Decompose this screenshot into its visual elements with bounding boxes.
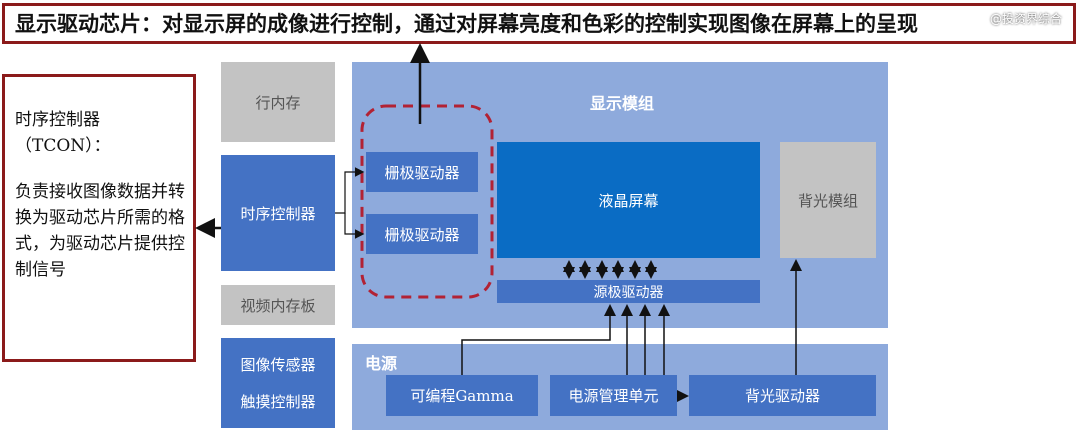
lcd-screen: 液晶屏幕 (497, 142, 760, 258)
banner-text: 显示驱动芯片：对显示屏的成像进行控制，通过对屏幕亮度和色彩的控制实现图像在屏幕上… (15, 11, 918, 36)
tcon-description: 时序控制器 （TCON）： 负责接收图像数据并转换为驱动芯片所需的格式，为驱动芯… (2, 74, 196, 362)
sensor-touch-block: 图像传感器 触摸控制器 (221, 338, 335, 428)
tcon-title: 时序控制器 (15, 110, 100, 130)
arrow-gate-2 (344, 213, 365, 239)
programmable-gamma: 可编程Gamma (386, 375, 538, 416)
gate-driver-2: 栅极驱动器 (366, 214, 478, 254)
image-sensor-label: 图像传感器 (240, 356, 316, 374)
tcon-subtitle: （TCON）： (15, 136, 111, 156)
video-memory-block: 视频内存板 (221, 285, 335, 325)
gate-driver-highlight (360, 104, 494, 299)
line-memory-block: 行内存 (221, 62, 335, 142)
bidirectional-arrows (563, 260, 657, 279)
power-management-unit: 电源管理单元 (550, 375, 677, 416)
tcon-body: 负责接收图像数据并转换为驱动芯片所需的格式，为驱动芯片提供控制信号 (15, 182, 185, 280)
backlight-module: 背光模组 (780, 142, 876, 258)
title-banner: 显示驱动芯片：对显示屏的成像进行控制，通过对屏幕亮度和色彩的控制实现图像在屏幕上… (2, 3, 1076, 44)
timing-controller-block: 时序控制器 (221, 155, 335, 271)
watermark: @投资界综合 (990, 12, 1063, 26)
backlight-driver: 背光驱动器 (689, 375, 876, 416)
source-driver: 源极驱动器 (497, 280, 760, 303)
touch-controller-label: 触摸控制器 (240, 393, 316, 411)
arrow-gate-1 (335, 167, 365, 214)
gate-driver-1: 栅极驱动器 (366, 152, 478, 192)
display-module-title: 显示模组 (590, 94, 655, 113)
arrow-gamma (461, 304, 616, 375)
power-title: 电源 (365, 354, 398, 373)
